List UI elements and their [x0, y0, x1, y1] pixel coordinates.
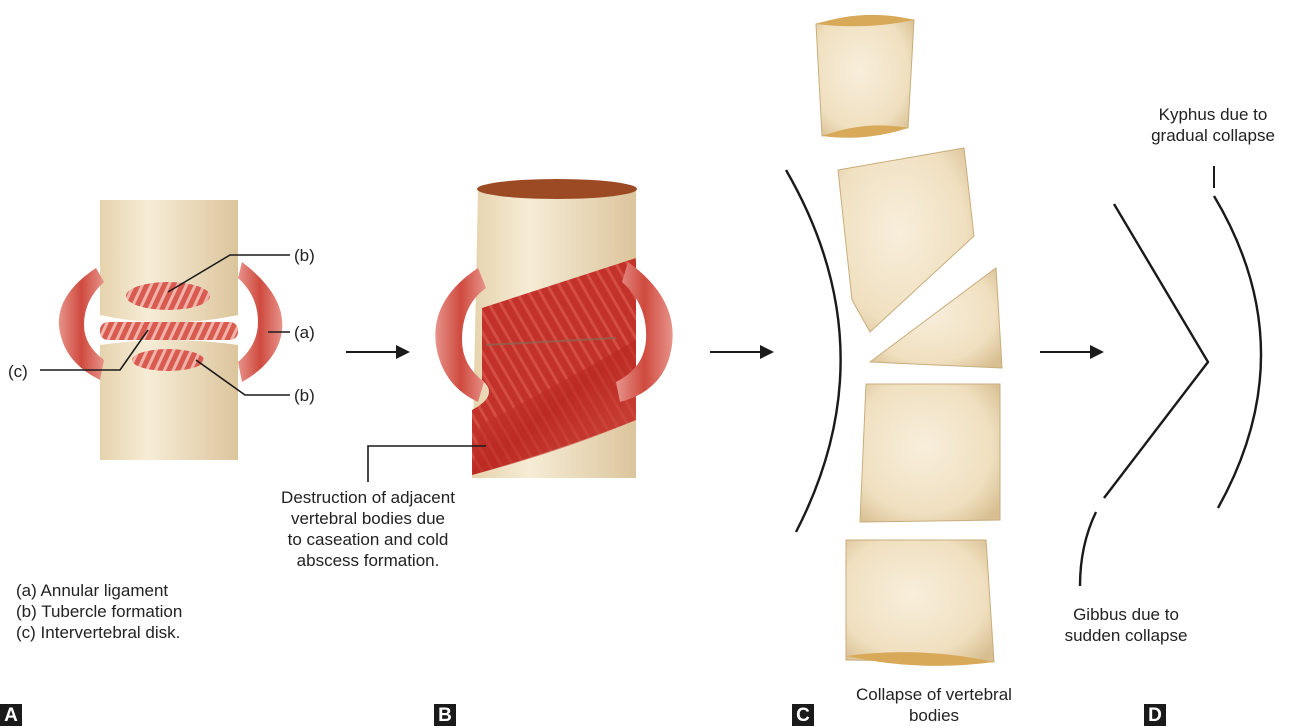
caption-line: Collapse of vertebral: [824, 684, 1044, 705]
vertebra-c5: [846, 540, 994, 662]
kyphus-curve: [1214, 196, 1261, 508]
tubercle-upper: [126, 282, 210, 310]
legend-item: (a) Annular ligament: [16, 580, 182, 601]
arrow-b-to-c: [710, 345, 774, 359]
label-a: (a): [294, 322, 315, 343]
arrow-a-to-b: [346, 345, 410, 359]
caption-panel-c: Collapse of vertebral bodies: [824, 684, 1044, 726]
arrow-c-to-d: [1040, 345, 1104, 359]
panel-a-illustration: [40, 200, 290, 460]
panel-b-illustration: [368, 179, 673, 482]
caption-line: abscess formation.: [248, 550, 488, 571]
label-kyphus: Kyphus due to gradual collapse: [1128, 104, 1298, 146]
panel-letter-d: D: [1144, 704, 1166, 726]
label-b-top: (b): [294, 245, 315, 266]
gibbus-line: Gibbus due to: [1044, 604, 1208, 625]
caption-line: to caseation and cold: [248, 529, 488, 550]
kyphus-line: gradual collapse: [1128, 125, 1298, 146]
caption-line: bodies: [824, 705, 1044, 726]
gibbus-tail: [1080, 512, 1096, 586]
panel-letter-a: A: [0, 704, 22, 726]
caption-line: vertebral bodies due: [248, 508, 488, 529]
legend-panel-a: (a) Annular ligament (b) Tubercle format…: [16, 580, 182, 643]
legend-item: (b) Tubercle formation: [16, 601, 182, 622]
caption-line: Destruction of adjacent: [248, 487, 488, 508]
legend-item: (c) Intervertebral disk.: [16, 622, 182, 643]
vertebra-c1: [816, 17, 914, 136]
intervertebral-disk: [100, 322, 238, 340]
kyphus-line: Kyphus due to: [1128, 104, 1298, 125]
gibbus-angle: [1104, 204, 1208, 498]
panel-letter-b: B: [434, 704, 456, 726]
caption-panel-b: Destruction of adjacent vertebral bodies…: [248, 487, 488, 571]
leader-destruction: [368, 446, 486, 482]
label-gibbus: Gibbus due to sudden collapse: [1044, 604, 1208, 646]
label-c: (c): [8, 361, 28, 382]
annular-ligament-left: [59, 268, 104, 380]
panel-letter-c: C: [792, 704, 814, 726]
panel-d-illustration: [1080, 166, 1261, 586]
vertebra-top-b: [477, 179, 637, 199]
spine-curve-c: [786, 170, 841, 532]
gibbus-line: sudden collapse: [1044, 625, 1208, 646]
tubercle-lower: [132, 349, 204, 371]
panel-c-illustration: [786, 15, 1002, 666]
vertebra-c4: [860, 384, 1000, 522]
annular-ligament-right: [238, 262, 282, 382]
label-b-bottom: (b): [294, 385, 315, 406]
